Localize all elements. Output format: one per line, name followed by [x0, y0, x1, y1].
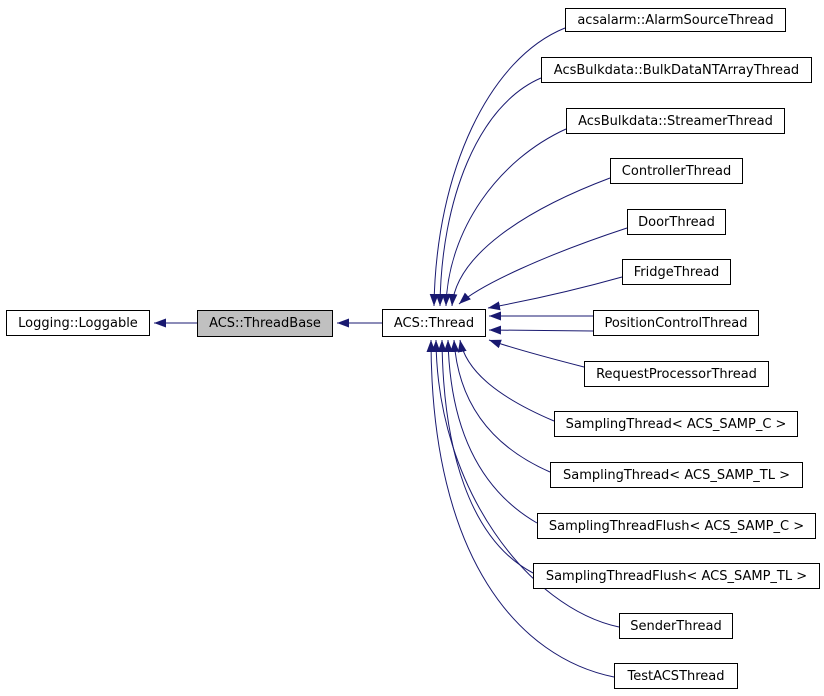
class-node-label: Logging::Loggable [18, 315, 138, 331]
class-node-senderthread[interactable]: SenderThread [619, 613, 733, 639]
class-node-label: SamplingThreadFlush< ACS_SAMP_C > [548, 518, 805, 534]
class-node-requestprocessorthread[interactable]: RequestProcessorThread [584, 361, 769, 387]
class-node-label: ControllerThread [621, 163, 732, 179]
class-node-testacsthread[interactable]: TestACSThread [614, 663, 738, 689]
class-node-label: SamplingThread< ACS_SAMP_TL > [563, 467, 790, 483]
class-node-label: PositionControlThread [604, 315, 748, 331]
edge-alarmsourcethread-to-thread [429, 27, 566, 307]
class-node-label: ACS::ThreadBase [209, 316, 321, 331]
edge-bulkdatantarraythread-to-thread [435, 77, 542, 307]
class-node-label: DoorThread [638, 214, 715, 230]
edge-samplingthread-c-to-thread [457, 339, 555, 422]
class-node-samplingthread-acs-samp-tl[interactable]: SamplingThread< ACS_SAMP_TL > [550, 462, 803, 488]
class-node-logging-loggable[interactable]: Logging::Loggable [6, 310, 150, 336]
class-node-label: SenderThread [630, 618, 722, 634]
class-node-fridgethread[interactable]: FridgeThread [622, 259, 731, 285]
class-node-label: ACS::Thread [393, 315, 475, 331]
edge-senderthread-to-thread [431, 339, 620, 628]
edge-controllerthread-to-thread [448, 177, 611, 307]
edge-requestprocessorthread-to-thread [488, 339, 585, 368]
class-node-acs-threadbase: ACS::ThreadBase [197, 310, 333, 337]
class-node-acsbulkdata-streamerthread[interactable]: AcsBulkdata::StreamerThread [566, 108, 785, 134]
class-node-acsalarm-alarmsourcethread[interactable]: acsalarm::AlarmSourceThread [565, 8, 786, 32]
edge-positioncontrolthread-to-thread-2 [488, 325, 594, 335]
class-node-doorthread[interactable]: DoorThread [627, 209, 726, 235]
class-node-positioncontrolthread[interactable]: PositionControlThread [593, 310, 759, 336]
class-node-label: FridgeThread [633, 264, 720, 280]
class-node-label: RequestProcessorThread [596, 366, 757, 382]
class-node-label: SamplingThread< ACS_SAMP_C > [565, 416, 787, 432]
class-node-controllerthread[interactable]: ControllerThread [610, 158, 743, 184]
edge-testacsthread-to-thread [426, 339, 615, 678]
class-node-label: AcsBulkdata::StreamerThread [578, 113, 773, 129]
class-node-samplingthread-acs-samp-c[interactable]: SamplingThread< ACS_SAMP_C > [554, 411, 798, 437]
edge-fridgethread-to-thread [487, 276, 623, 311]
edge-samplingthread-tl-to-thread [450, 339, 551, 473]
class-node-samplingthreadflush-acs-samp-c[interactable]: SamplingThreadFlush< ACS_SAMP_C > [537, 513, 816, 539]
class-node-label: SamplingThreadFlush< ACS_SAMP_TL > [545, 568, 808, 584]
edge-samplingthreadflush-c-to-thread [443, 339, 538, 524]
class-node-acsbulkdata-bulkdatantarraythread[interactable]: AcsBulkdata::BulkDataNTArrayThread [541, 57, 812, 83]
edge-doorthread-to-thread [458, 227, 628, 305]
class-node-label: TestACSThread [627, 668, 725, 684]
class-node-label: AcsBulkdata::BulkDataNTArrayThread [553, 62, 800, 78]
class-node-samplingthreadflush-acs-samp-tl[interactable]: SamplingThreadFlush< ACS_SAMP_TL > [533, 563, 820, 589]
edge-streamerthread-to-thread [441, 128, 567, 307]
edge-samplingthreadflush-tl-to-thread [437, 339, 534, 574]
class-node-acs-thread[interactable]: ACS::Thread [382, 309, 486, 337]
class-node-label: acsalarm::AlarmSourceThread [577, 12, 774, 28]
